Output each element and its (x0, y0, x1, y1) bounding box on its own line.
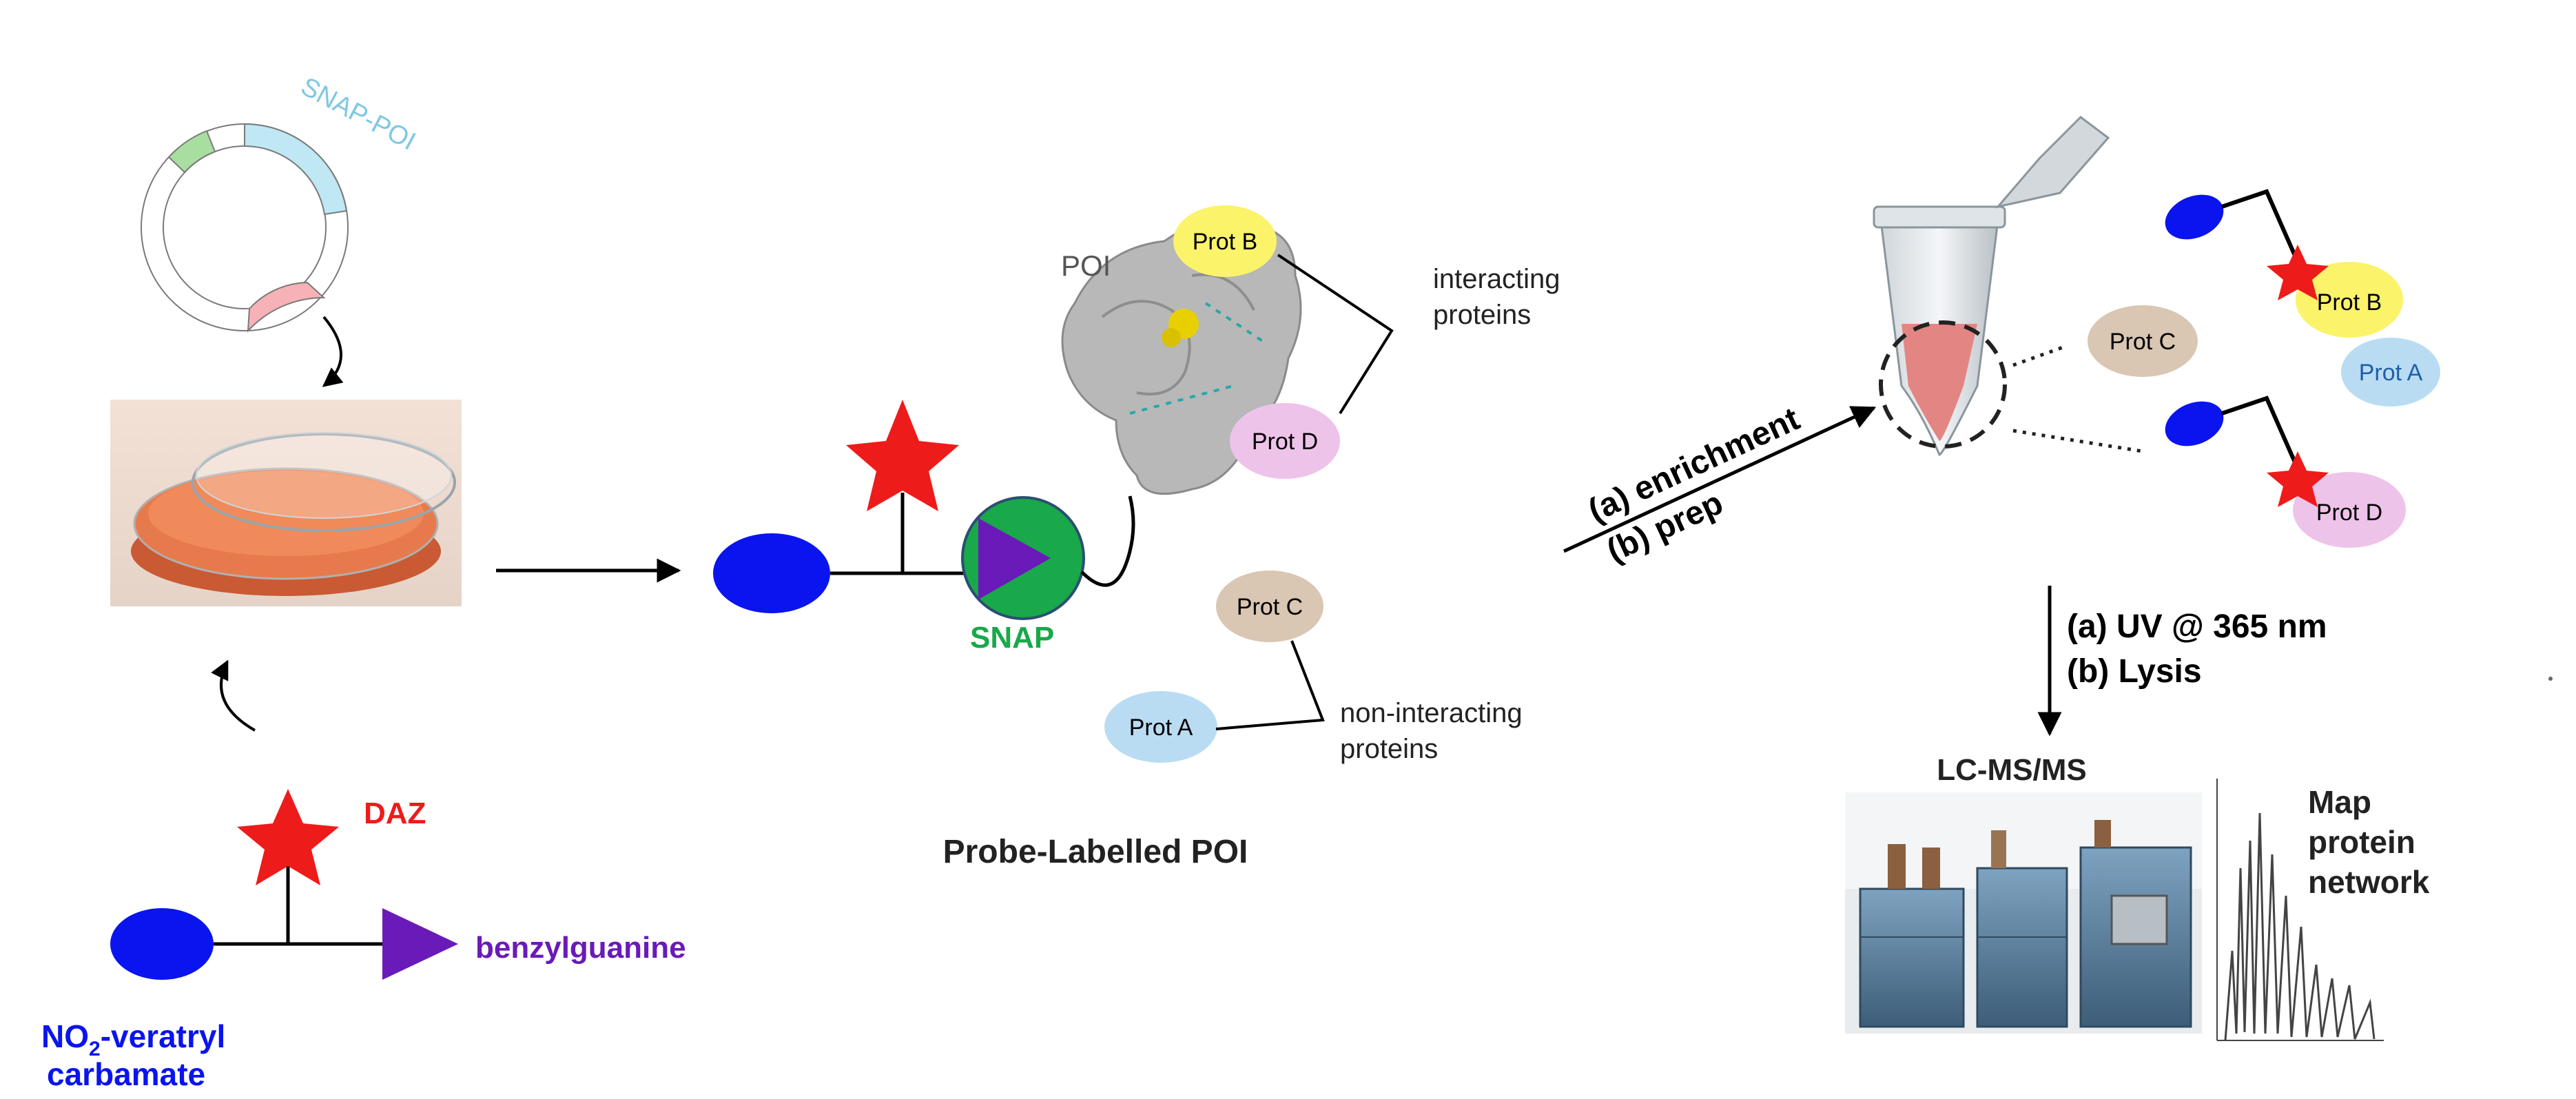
tube-sample-circle (1879, 320, 2007, 449)
prot-c-bubble (1216, 571, 1323, 642)
carbamate-label: carbamate (47, 1056, 205, 1092)
interacting-bracket (1277, 254, 1394, 415)
curved-arrow-probe-to-dish (211, 659, 256, 732)
captured-prot-b (2165, 189, 2403, 338)
prot-a-bubble (1104, 691, 1217, 763)
veratryl-carbamate-oval (110, 908, 214, 980)
benzylguanine-triangle (382, 908, 458, 980)
prot-d-label: Prot D (1252, 429, 1318, 455)
labelled-daz-star (846, 400, 959, 511)
curved-arrow-plasmid-to-dish (322, 316, 344, 387)
lcms-instrument-photo (1845, 792, 2202, 1034)
daz-label: DAZ (364, 797, 426, 830)
labelled-bg-triangle (978, 518, 1051, 599)
labelled-poi (713, 218, 1302, 620)
tube-prot-c-bubble (2088, 305, 2198, 377)
map-label-2: protein (2308, 824, 2415, 860)
captured-prot-d (2165, 396, 2406, 548)
labelled-veratryl-oval (713, 533, 830, 613)
step2-b-label: (b) Lysis (2067, 653, 2202, 690)
veratryl-label: NO2-veratryl (41, 1018, 225, 1060)
lcms-label: LC-MS/MS (1937, 753, 2087, 787)
plasmid-segment-green (167, 130, 216, 174)
prot-c-label: Prot C (1237, 594, 1303, 620)
tube-prot-a-label: Prot A (2359, 360, 2423, 386)
prot-b-label: Prot B (1193, 229, 1257, 255)
tube-prot-d-label: Prot D (2316, 500, 2382, 526)
daz-star (237, 789, 339, 885)
plasmid-map (141, 123, 349, 333)
plasmid-label: SNAP-POI (296, 72, 420, 156)
snap-label: SNAP (970, 621, 1054, 655)
tube-prot-c-label: Prot C (2110, 329, 2176, 355)
step2-a-label: (a) UV @ 365 nm (2067, 608, 2327, 645)
snap-poi-linker (1080, 495, 1135, 587)
petri-dish-photo (110, 400, 462, 606)
labelled-poi-caption: Probe-Labelled POI (943, 834, 1248, 870)
poi-label: POI (1061, 249, 1111, 282)
map-label-3: network (2308, 864, 2430, 900)
probe-structure (110, 789, 458, 980)
noninteracting-bracket (1215, 640, 1325, 730)
benzylguanine-label: benzylguanine (475, 931, 686, 965)
tube-prot-a-bubble (2341, 338, 2440, 407)
map-label-1: Map (2308, 784, 2371, 820)
noninteracting-label-1: non-interacting (1340, 698, 1523, 728)
arrow-step1 (1563, 406, 1877, 553)
interacting-label-1: interacting (1433, 264, 1560, 294)
plasmid-segment-snap-poi (244, 123, 348, 216)
tube-prot-b-label: Prot B (2317, 289, 2382, 316)
prot-a-label: Prot A (1129, 715, 1193, 741)
prot-d-bubble (1230, 403, 1340, 479)
noninteracting-label-2: proteins (1340, 734, 1438, 764)
plasmid-segment-pink (247, 281, 326, 333)
interacting-label-2: proteins (1433, 300, 1531, 330)
eppendorf-tube (1873, 116, 2110, 456)
prot-b-bubble (1173, 205, 1277, 277)
mass-spectrum (2216, 779, 2384, 1041)
